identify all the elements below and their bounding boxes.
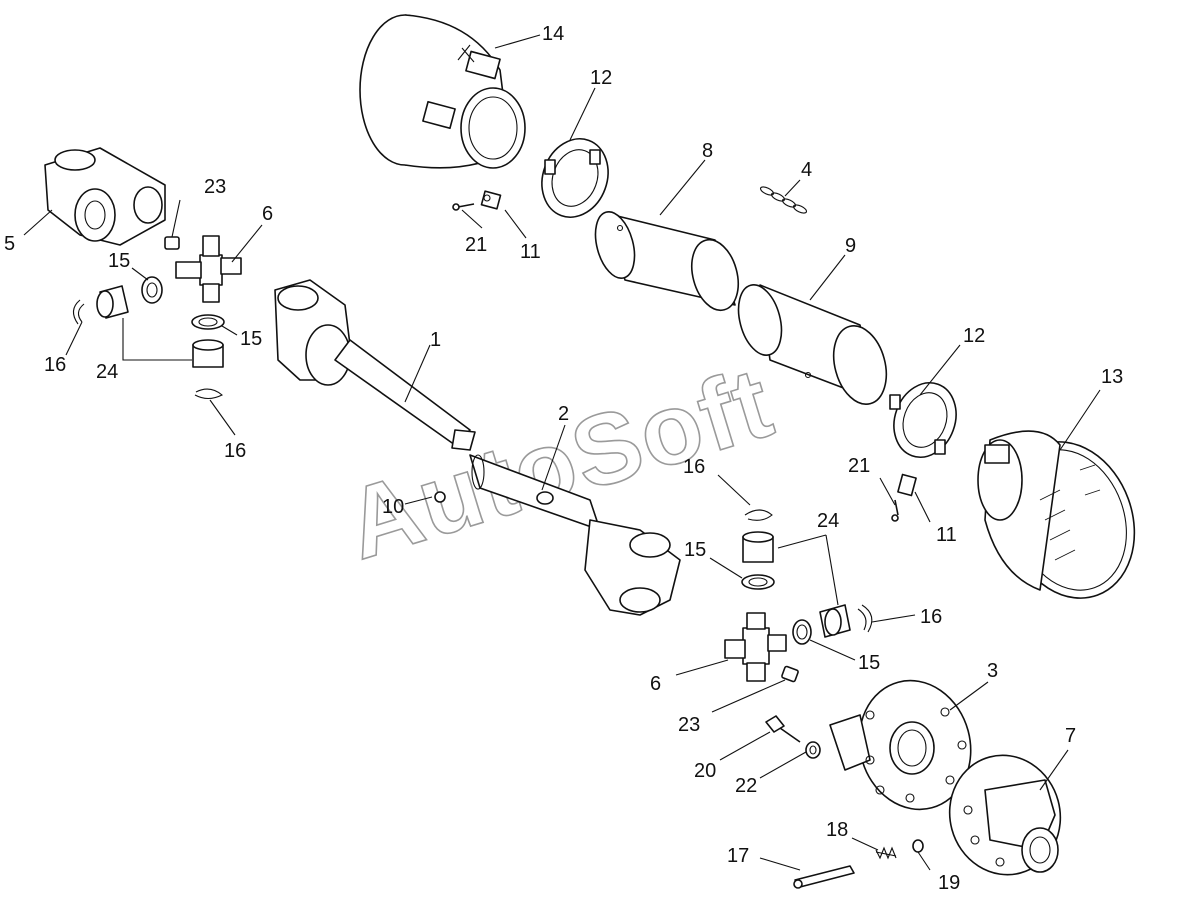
callout-12-bottom: 12 — [963, 325, 985, 347]
outer-shield-cone-bottom — [977, 430, 1136, 599]
grease-nipple-right — [781, 665, 799, 683]
leader-lines — [23, 34, 1101, 871]
callout-16-right-side: 16 — [920, 606, 942, 628]
latch-and-screw-top — [452, 190, 502, 211]
callout-15-left-top: 15 — [108, 250, 130, 272]
clutch-flange — [948, 754, 1062, 876]
grease-nipple-left — [164, 236, 180, 250]
clamp-ring-top — [541, 138, 609, 218]
callout-11-bottom: 11 — [936, 524, 957, 546]
callout-10: 10 — [382, 496, 404, 518]
callout-16-right-top: 16 — [683, 456, 705, 478]
clamp-ring-bottom — [889, 382, 957, 458]
callout-14: 14 — [542, 23, 564, 45]
callout-12-top: 12 — [590, 67, 612, 89]
safety-chain — [759, 186, 808, 214]
flange-yoke — [829, 679, 972, 811]
callout-7: 7 — [1065, 725, 1076, 747]
pin-spring — [875, 846, 897, 860]
callout-21-top: 21 — [465, 234, 487, 256]
callout-4: 4 — [801, 159, 812, 181]
callout-16-left-side: 16 — [44, 354, 66, 376]
callout-15-left-mid: 15 — [240, 328, 262, 350]
callout-20: 20 — [694, 760, 716, 782]
bolt-washer — [805, 741, 821, 759]
callout-23-left: 23 — [204, 176, 226, 198]
callout-labels: 1 2 3 4 5 6 6 7 8 9 10 11 11 12 12 13 14… — [4, 23, 1123, 894]
outer-shield-cone-top — [359, 14, 526, 169]
left-bearing-set — [72, 276, 225, 400]
callout-11-top: 11 — [520, 241, 541, 263]
pin-washer — [912, 839, 924, 853]
callout-2: 2 — [558, 403, 569, 425]
callout-21-bottom: 21 — [848, 455, 870, 477]
callout-18: 18 — [826, 819, 848, 841]
callout-6-left: 6 — [262, 203, 273, 225]
callout-16-left-bottom: 16 — [224, 440, 246, 462]
cross-spider-right — [724, 612, 787, 682]
cross-spider-left — [175, 235, 242, 303]
callout-17: 17 — [727, 845, 749, 867]
locking-pin — [793, 865, 855, 889]
callout-3: 3 — [987, 660, 998, 682]
callout-24-right: 24 — [817, 510, 839, 532]
left-yoke — [44, 147, 166, 246]
callout-23-right: 23 — [678, 714, 700, 736]
callout-5: 5 — [4, 233, 15, 255]
callout-1: 1 — [430, 329, 441, 351]
flange-bolt — [765, 715, 801, 743]
callout-19: 19 — [938, 872, 960, 894]
callout-8: 8 — [702, 140, 713, 162]
callout-6-right: 6 — [650, 673, 661, 695]
right-bearing-set — [741, 509, 873, 645]
callout-15-right-top: 15 — [684, 539, 706, 561]
latch-and-screw-bottom — [891, 473, 917, 522]
callout-9: 9 — [845, 235, 856, 257]
callout-15-right-mid: 15 — [858, 652, 880, 674]
outer-guard-tube — [737, 284, 888, 405]
callout-24-left: 24 — [96, 361, 118, 383]
callout-22: 22 — [735, 775, 757, 797]
right-shaft-yoke — [584, 519, 681, 616]
inner-guard-tube — [594, 211, 740, 312]
inner-shaft — [274, 279, 476, 451]
callout-13: 13 — [1101, 366, 1123, 388]
tube-pin — [434, 491, 446, 503]
